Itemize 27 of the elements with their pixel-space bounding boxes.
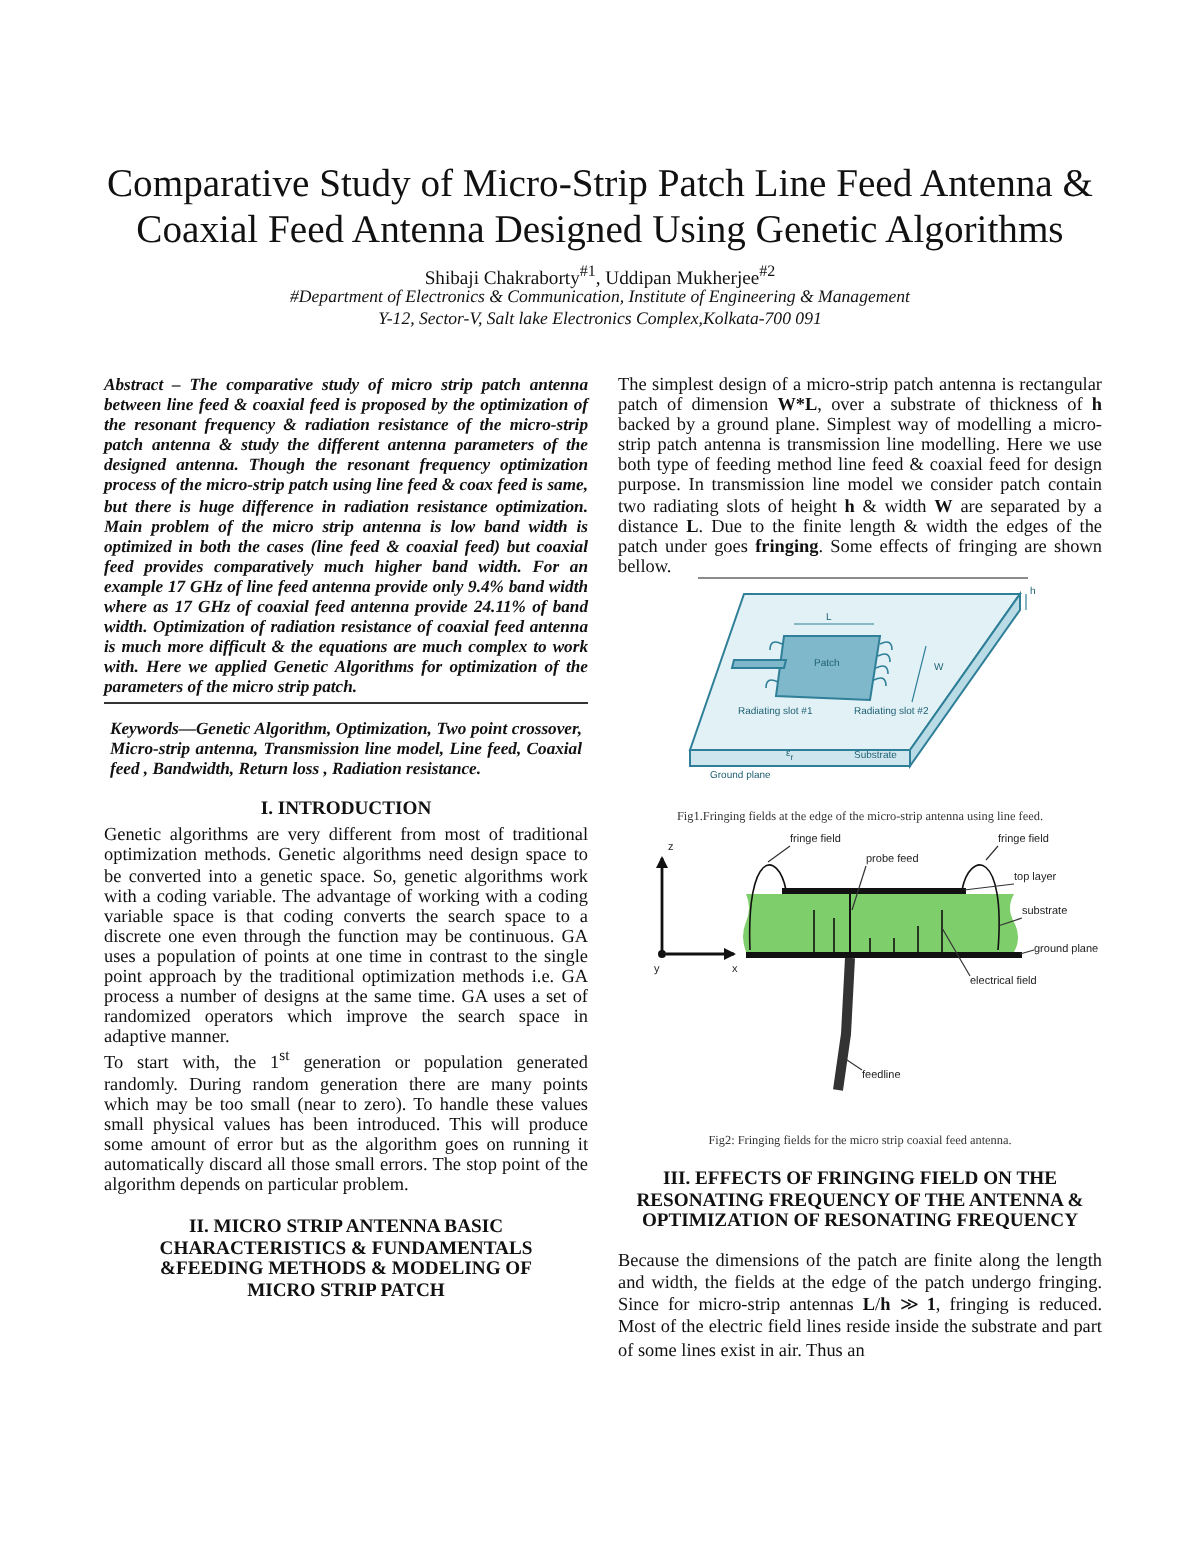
leader-line — [963, 883, 1015, 891]
body-paragraph: Because the dimensions of the patch are finite along the length and width, the fields at the edge of the patch undergo fringing. Since for micro-strip antennas L/h ≫ 1, fringing is reduced. Most of the electric field lines reside inside the substrate and part of some lines exist in air. Thus an — [618, 1249, 1102, 1362]
substrate-block — [743, 893, 1018, 952]
section-heading: I. INTRODUCTION — [258, 799, 434, 821]
affiliation-text: #Department of Electronics & Communication, Institute of Engineering & Management — [288, 286, 912, 306]
section-heading: III. EFFECTS OF FRINGING FIELD ON THE RESONATING FREQUENCY OF THE ANTENNA & OPTIMIZATION OF RESONATING FREQUENCY — [634, 1169, 1086, 1234]
fringe-field-arc — [961, 864, 1000, 951]
keywords-paragraph: Keywords—Genetic Algorithm, Optimization, Two point crossover, Micro-strip antenna, Transmission line model, Line feed, Coaxial feed , Bandwidth, Return loss , Radiation resistance. — [110, 717, 582, 778]
leader-line — [851, 865, 867, 911]
leader-line — [1019, 949, 1035, 955]
fringe-field-arc — [748, 864, 787, 951]
author-names: Shibaji Chakraborty$^{#1}$, Uddipan Mukherjee$^{#2}$ — [424, 262, 776, 291]
ground-plane-bar — [746, 951, 1022, 958]
leader-line — [843, 1057, 863, 1071]
top-layer-bar — [782, 887, 966, 894]
leader-line — [997, 917, 1023, 927]
address-text: Y-12, Sector-V, Salt lake Electronics Complex,Kolkata-700 091 — [376, 308, 824, 328]
body-paragraph: To start with, the 1$^{st}$ generation or population generated randomly. During random generation there are many points which may be too small (near to zero). To handle these values small physical values has been introduced. This will produce some amount of error but as the algorithm goes on running it automatically discard all those small errors. The stop point of the algorithm depends on particular problem. — [104, 1046, 588, 1195]
body-paragraph: Genetic algorithms are very different from most of traditional optimization methods. Genetic algorithms need design space to be converted into a genetic space. So, genetic algorithms work with a coding variable. The advantage of working with a coding variable space is that coding converts the search space to a discrete one even through the function may be continuous. GA uses a population of points at one time in contrast to the single point approach by the traditional optimization methods i.e. GA process a number of designs at the same time. GA uses a set of randomized operators which improve the search space in adaptive manner. — [104, 824, 588, 1047]
feedline-cable — [833, 957, 855, 1091]
title: Comparative Study of Micro-Strip Patch Line Feed Antenna & Coaxial Feed Antenna Designed Using Genetic Algorithms — [104, 164, 1096, 254]
section-heading: II. MICRO STRIP ANTENNA BASIC CHARACTERISTICS & FUNDAMENTALS &FEEDING METHODS & MODELING OF MICRO STRIP PATCH — [157, 1218, 535, 1303]
leader-line — [767, 845, 791, 863]
abstract-paragraph: Abstract – The comparative study of micro strip patch antenna between line feed & coaxial feed is proposed by the optimization of the resonant frequency & radiation resistance of the micro-strip patch antenna & study the different antenna parameters of the designed antenna. Though the resonant frequency optimization process of the micro-strip patch using line feed & coax feed is same, but there is huge difference in radiation resistance optimization. Main problem of the micro strip antenna is low band width is optimized in both the cases (line feed & coaxial feed) but coaxial feed provides comparatively much higher band width. For an example 17 GHz of line feed antenna provide only 9.4% band width where as 17 GHz of coaxial feed antenna provide 24.11% of band width. Optimization of radiation resistance of coaxial feed antenna is much more difficult & the equations are much complex to work with. Here we applied Genetic Algorithms for optimization of the parameters of the micro strip patch. — [104, 374, 588, 703]
probe-feed-line — [849, 892, 851, 955]
leader-line — [985, 845, 999, 861]
body-paragraph: The simplest design of a micro-strip patch antenna is rectangular patch of dimension W*L, over a substrate of thickness of h backed by a ground plane. Simplest way of modelling a micro-strip patch antenna is transmission line modelling. Here we use both type of feeding method line feed & coaxial feed for design purpose. In transmission line model we consider patch contain two radiating slots of height h & width W are separated by a distance L. Due to the finite length & width the edges of the patch under goes fringing. Some effects of fringing are shown bellow. — [618, 374, 1102, 576]
